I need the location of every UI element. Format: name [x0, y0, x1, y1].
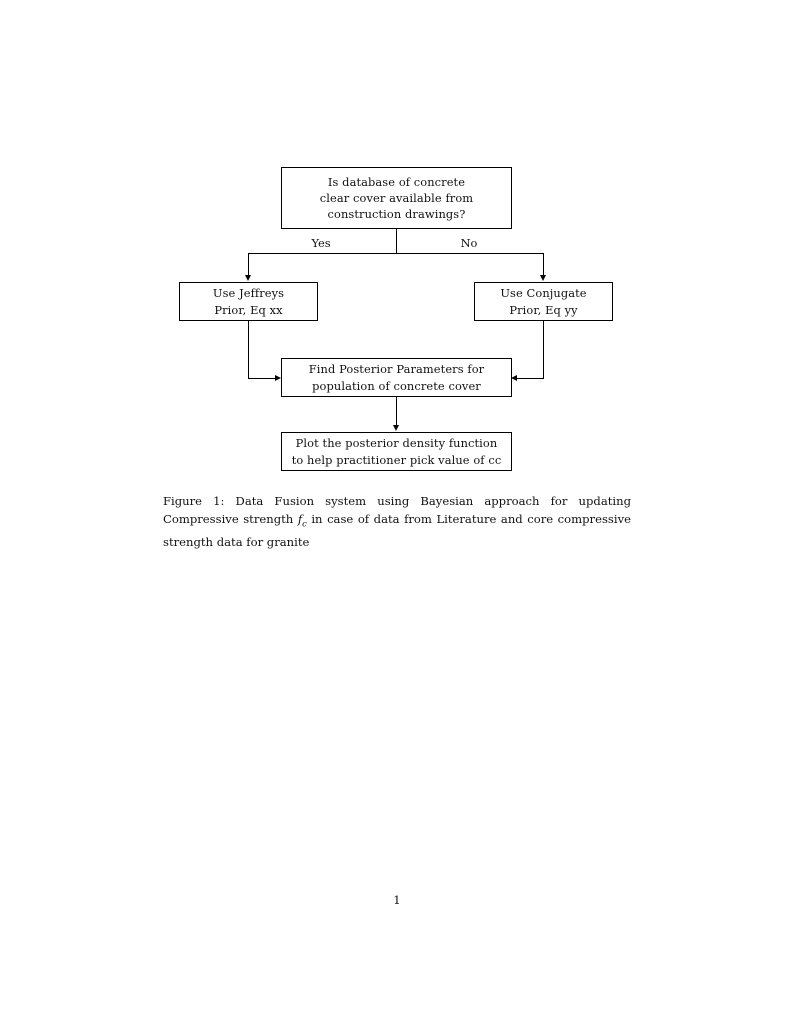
- posterior-line-2: population of concrete cover: [312, 378, 481, 393]
- plot-line-2: to help practitioner pick value of cc: [291, 452, 502, 467]
- connector-conjugate-across: [517, 378, 544, 379]
- arrowhead-posterior-to-plot: [393, 425, 400, 431]
- decision-line-2: clear cover available from: [319, 190, 474, 205]
- posterior-line-1: Find Posterior Parameters for: [308, 362, 485, 377]
- jeffreys-line-1: Use Jeffreys: [212, 286, 285, 301]
- caption-text-after-math: in case of data from Literature and core…: [163, 512, 631, 550]
- connector-decision-stem: [396, 229, 397, 254]
- page-number: 1: [393, 893, 401, 907]
- connector-jeffreys-across: [248, 378, 275, 379]
- jeffreys-line-2: Prior, Eq xx: [214, 302, 283, 317]
- figure-caption: Figure 1: Data Fusion system using Bayes…: [163, 492, 631, 552]
- connector-posterior-to-plot: [396, 397, 397, 426]
- edge-label-yes: Yes: [311, 236, 331, 250]
- flowchart-node-conjugate-prior[interactable]: Use Conjugate Prior, Eq yy: [474, 282, 613, 321]
- caption-text-before-math: Data Fusion system using Bayesian approa…: [163, 494, 631, 527]
- connector-no-drop: [543, 253, 544, 276]
- decision-line-1: Is database of concrete: [327, 174, 466, 189]
- conjugate-line-2: Prior, Eq yy: [509, 302, 578, 317]
- edge-label-no: No: [460, 236, 478, 250]
- flowchart-figure: Is database of concrete clear cover avai…: [0, 0, 794, 490]
- caption-label: Figure 1:: [163, 494, 225, 508]
- arrowhead-conjugate-into-posterior: [511, 375, 517, 382]
- arrowhead-jeffreys-into-posterior: [275, 375, 281, 382]
- caption-math-subscript: c: [302, 518, 307, 529]
- arrowhead-no: [540, 275, 547, 281]
- flowchart-node-find-posterior[interactable]: Find Posterior Parameters for population…: [281, 358, 512, 397]
- plot-line-1: Plot the posterior density function: [295, 436, 498, 451]
- flowchart-node-jeffreys-prior[interactable]: Use Jeffreys Prior, Eq xx: [179, 282, 318, 321]
- connector-jeffreys-down: [248, 321, 249, 379]
- caption-math-base: f: [297, 512, 303, 527]
- connector-conjugate-down: [543, 321, 544, 379]
- arrowhead-yes: [245, 275, 252, 281]
- connector-decision-split-bar: [248, 253, 544, 254]
- flowchart-node-plot-density[interactable]: Plot the posterior density function to h…: [281, 432, 512, 471]
- caption-math-symbol: fc: [297, 512, 307, 529]
- connector-yes-drop: [248, 253, 249, 276]
- flowchart-node-decision[interactable]: Is database of concrete clear cover avai…: [281, 167, 512, 229]
- decision-line-3: construction drawings?: [327, 207, 466, 222]
- conjugate-line-1: Use Conjugate: [500, 286, 587, 301]
